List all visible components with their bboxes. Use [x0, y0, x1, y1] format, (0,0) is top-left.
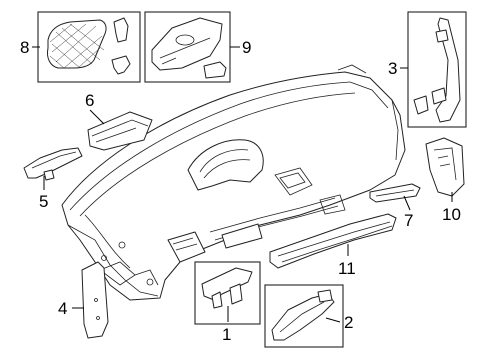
callout-10: 10 [442, 205, 461, 224]
callout-2: 2 [344, 313, 353, 332]
callout-5: 5 [39, 192, 48, 211]
callout-numbers: 8 9 3 6 5 4 1 2 7 10 11 [20, 38, 461, 344]
part-11-trim-strip [269, 213, 397, 269]
leader-7 [403, 195, 411, 211]
leader-6 [89, 109, 105, 125]
callout-6: 6 [85, 91, 94, 110]
instrument-panel-main [61, 64, 406, 301]
part-8-box [37, 11, 141, 83]
part-6-bracket [87, 111, 153, 151]
callout-4: 4 [58, 299, 67, 318]
part-2-box [264, 284, 344, 348]
callout-7: 7 [404, 211, 413, 230]
callout-3: 3 [388, 59, 397, 78]
leader-2 [325, 317, 341, 323]
part-3-box [407, 11, 467, 128]
part-10-side-vent [425, 137, 465, 197]
part-7-trim-strip [369, 183, 421, 203]
part-4-side-cover [81, 261, 109, 339]
callout-11: 11 [338, 259, 356, 278]
leader-lines [32, 46, 453, 323]
part-5-duct [23, 147, 83, 181]
callout-9: 9 [242, 38, 251, 57]
callout-1: 1 [222, 325, 231, 344]
callout-8: 8 [20, 38, 29, 57]
part-9-box [144, 11, 231, 83]
